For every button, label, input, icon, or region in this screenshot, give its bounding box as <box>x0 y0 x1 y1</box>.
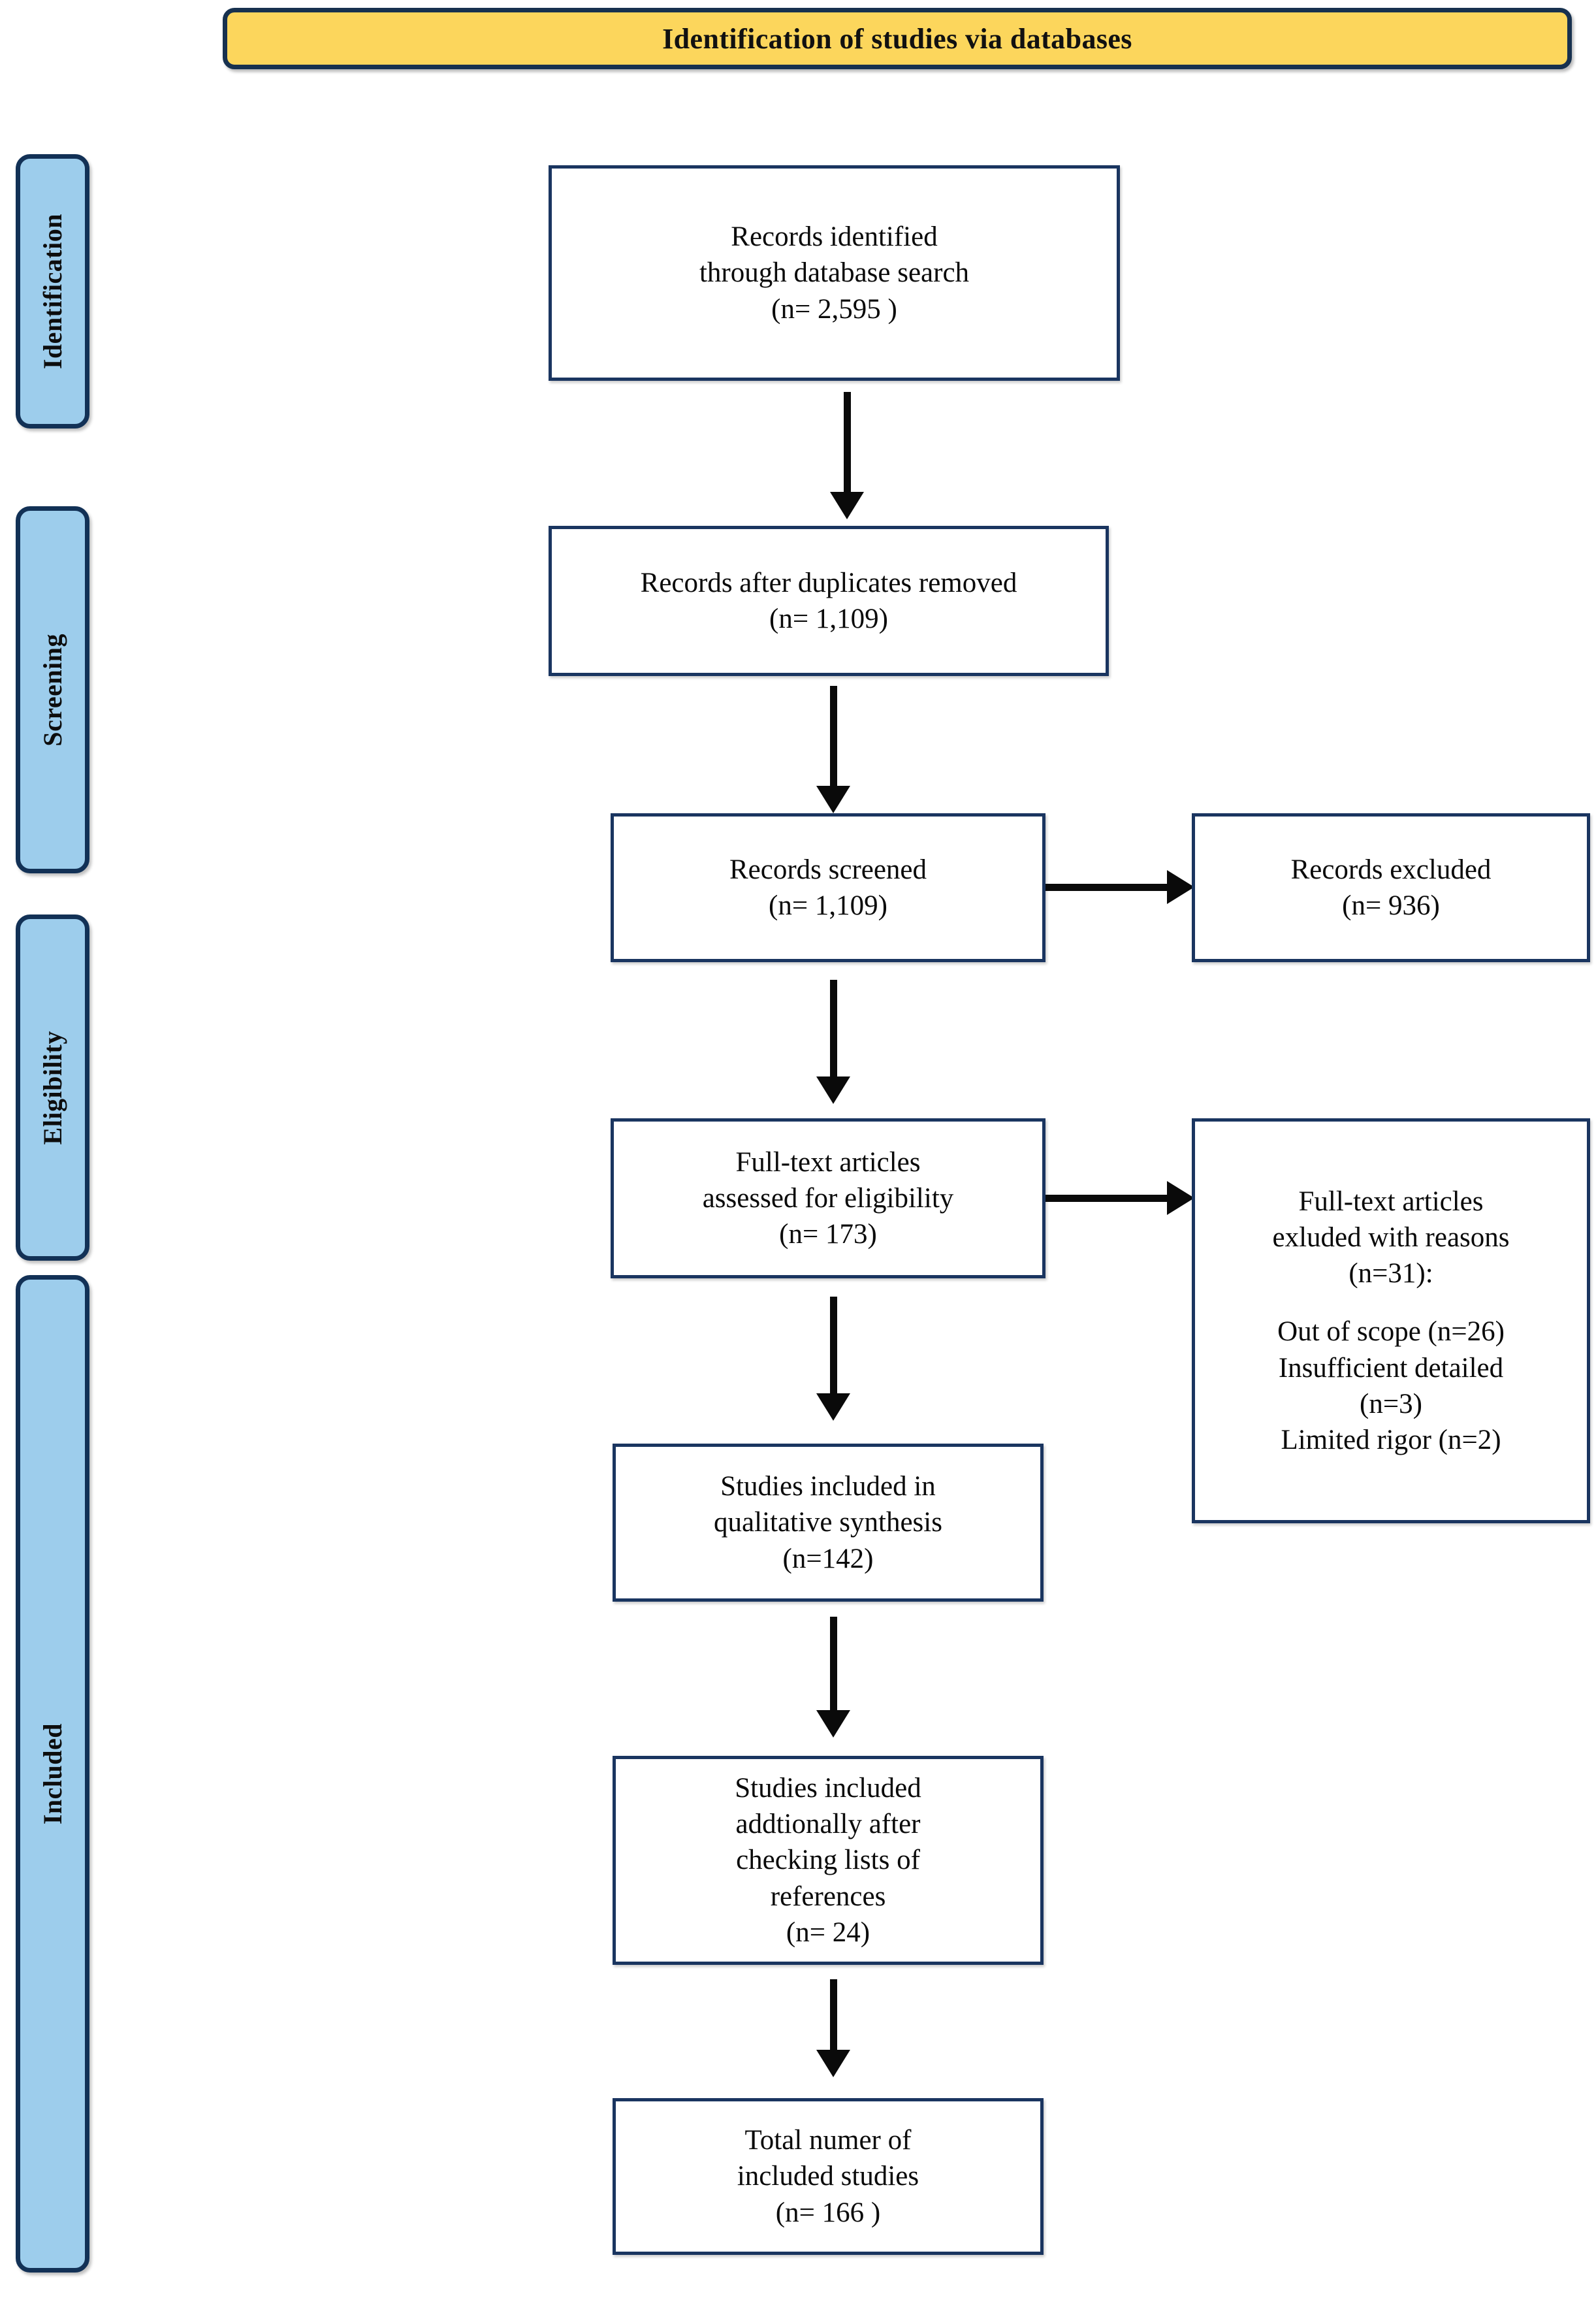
arrow-shaft <box>829 686 837 786</box>
box-line: (n= 936) <box>1342 890 1440 921</box>
box-line: Records screened <box>729 854 927 885</box>
arrow-head <box>816 786 850 813</box>
box-line: Studies included <box>735 1773 921 1804</box>
stage-label-included: Included <box>16 1275 89 2273</box>
arrow-qualitative-to-references <box>816 1617 850 1738</box>
box-records-excluded: Records excluded (n= 936) <box>1192 813 1590 962</box>
box-total-included-studies: Total numer of included studies (n= 166 … <box>613 2098 1044 2255</box>
box-qualitative-synthesis: Studies included in qualitative synthesi… <box>613 1444 1044 1602</box>
box-line: checking lists of <box>736 1845 920 1876</box>
box-references-check: Studies included addtionally after check… <box>613 1756 1044 1965</box>
arrow-head <box>1167 1181 1194 1215</box>
reason-line: Limited rigor (n=2) <box>1281 1424 1501 1455</box>
arrow-shaft <box>1045 1194 1168 1202</box>
box-records-identified: Records identified through database sear… <box>549 165 1120 381</box>
box-line: Full-text articles <box>1298 1186 1484 1218</box>
arrow-fulltext-to-qualitative <box>816 1297 850 1421</box>
box-line: (n= 1,109) <box>769 890 887 921</box>
box-line: Records after duplicates removed <box>640 567 1017 598</box>
box-line: qualitative synthesis <box>714 1507 942 1538</box>
box-duplicates-removed: Records after duplicates removed (n= 1,1… <box>549 526 1109 676</box>
arrow-head <box>1167 870 1194 904</box>
box-line: addtionally after <box>735 1809 921 1840</box>
diagram-header-banner: Identification of studies via databases <box>223 8 1572 69</box>
box-line: Total numer of <box>744 2125 912 2156</box>
arrow-shaft <box>1045 883 1168 891</box>
stage-label-text: Included <box>38 1723 67 1825</box>
box-line: (n=31): <box>1349 1258 1433 1289</box>
box-line: Studies included in <box>720 1471 936 1502</box>
box-line: (n= 173) <box>779 1219 877 1250</box>
arrow-head <box>830 492 864 519</box>
arrow-duplicates-to-screened <box>816 686 850 813</box>
box-line: included studies <box>737 2161 919 2192</box>
arrow-fulltext-to-fulltext-excluded <box>1045 1181 1194 1215</box>
page-title: Identification of studies via databases <box>662 22 1132 55</box>
stage-label-text: Screening <box>38 633 67 747</box>
box-line: (n= 2,595 ) <box>771 293 897 325</box>
arrow-shaft <box>829 980 837 1077</box>
box-line: references <box>770 1881 886 1912</box>
box-records-screened: Records screened (n= 1,109) <box>611 813 1045 962</box>
box-line: exluded with reasons <box>1272 1222 1510 1254</box>
box-line: (n= 24) <box>786 1917 870 1948</box>
reason-line: (n=3) <box>1360 1388 1422 1419</box>
arrow-head <box>816 2050 850 2077</box>
reason-line: Insufficient detailed <box>1278 1352 1504 1384</box>
box-line: Records identified <box>731 221 938 253</box>
arrow-shaft <box>829 1979 837 2050</box>
stage-label-text: Identification <box>38 213 67 370</box>
stage-label-eligibility: Eligibility <box>16 914 89 1261</box>
arrow-references-to-total <box>816 1979 850 2077</box>
arrow-shaft <box>829 1297 837 1394</box>
box-line: (n=142) <box>782 1543 874 1574</box>
arrow-screened-to-fulltext <box>816 980 850 1104</box>
stage-label-screening: Screening <box>16 506 89 873</box>
arrow-shaft <box>843 392 851 493</box>
box-fulltext-assessed: Full-text articles assessed for eligibil… <box>611 1118 1045 1278</box>
arrow-shaft <box>829 1617 837 1711</box>
reason-line: Out of scope (n=26) <box>1277 1316 1505 1348</box>
box-line: Full-text articles <box>735 1146 921 1178</box>
stage-label-identification: Identification <box>16 154 89 429</box>
box-line: (n= 166 ) <box>775 2197 881 2228</box>
box-fulltext-excluded-reasons: Full-text articles exluded with reasons … <box>1192 1118 1590 1523</box>
stage-label-text: Eligibility <box>38 1030 67 1145</box>
box-line: assessed for eligibility <box>702 1182 954 1214</box>
box-line: through database search <box>699 257 970 289</box>
arrow-head <box>816 1076 850 1104</box>
arrow-head <box>816 1710 850 1738</box>
arrow-screened-to-excluded <box>1045 870 1194 904</box>
arrow-head <box>816 1393 850 1421</box>
box-line: (n= 1,109) <box>769 604 888 634</box>
box-line: Records excluded <box>1290 854 1492 885</box>
arrow-identified-to-duplicates <box>830 392 864 519</box>
